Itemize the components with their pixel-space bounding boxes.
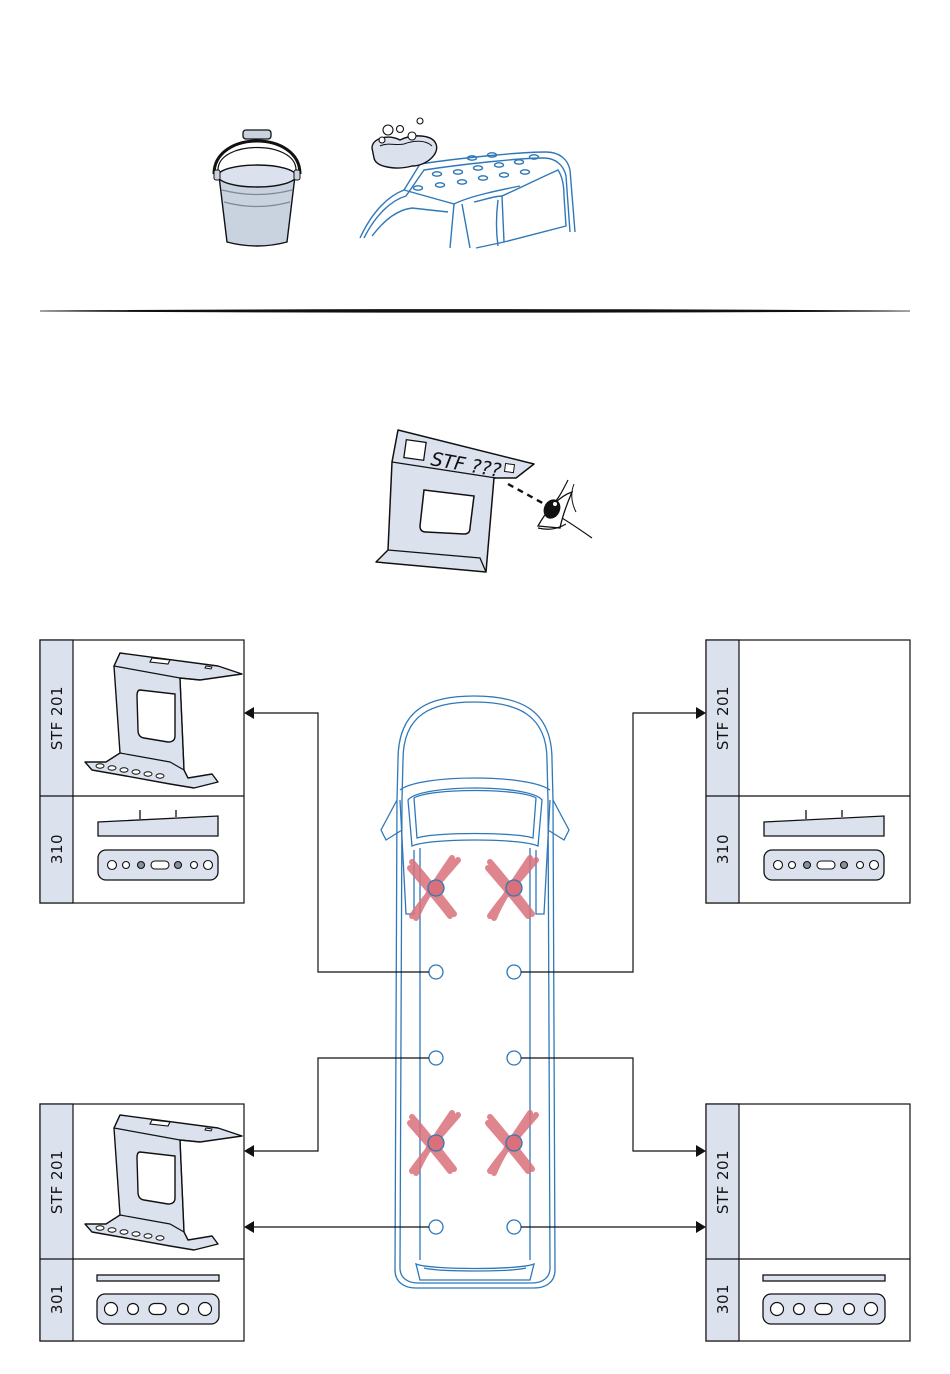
sponge-icon [372,118,437,168]
forbidden-point-front-right [488,858,536,918]
mounting-point [429,965,443,979]
panel-top-left: STF 201 310 [40,640,244,903]
bucket-icon [214,130,300,246]
panel-bottom-right: STF 201 301 [706,1104,950,1341]
part-code-label: STF 201 [48,686,66,750]
rail-code-label: 301 [48,1284,66,1314]
vehicle-top-view [381,696,569,1288]
panel-top-right: STF 201 310 [706,640,950,903]
panel-bottom-left: STF 201 301 [40,1104,244,1341]
rail-code-label: 310 [714,834,732,864]
eye-icon [538,480,592,538]
rail-code-label: 301 [714,1284,732,1314]
mounting-point [507,1051,521,1065]
part-code-label: STF 201 [714,1150,732,1214]
mounting-point [507,1220,521,1234]
sight-line [508,484,548,506]
mounting-points [429,965,521,1234]
forbidden-point-rear-left [410,1113,458,1173]
bracket-inspection-illustration: STF ??? [376,430,548,572]
forbidden-point-rear-right [488,1113,536,1173]
mounting-point [429,1220,443,1234]
rail-code-label: 310 [48,834,66,864]
section-divider [40,310,910,313]
part-code-label: STF 201 [48,1150,66,1214]
forbidden-point-front-left [410,858,458,918]
mounting-point [429,1051,443,1065]
connector-arrowheads [244,707,706,1233]
mounting-point [507,965,521,979]
part-code-label: STF 201 [714,686,732,750]
